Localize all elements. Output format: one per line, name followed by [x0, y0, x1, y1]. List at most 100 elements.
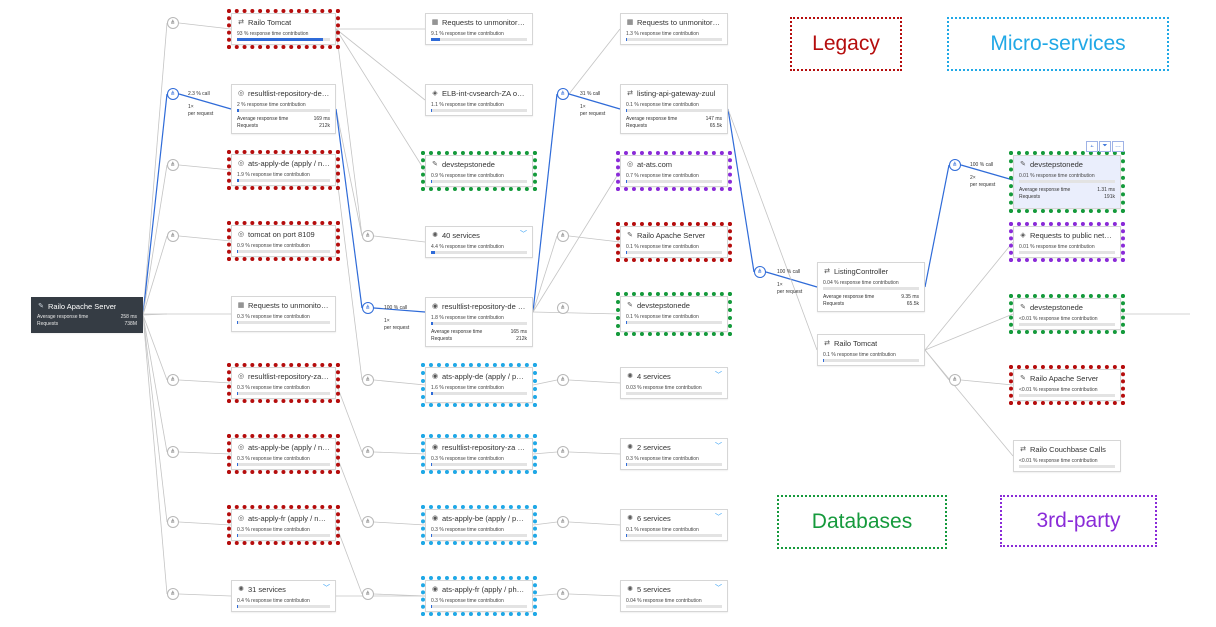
service-node-c3n7[interactable]: ✺2 services﹀0.3 % response time contribu… [620, 438, 728, 470]
network-junction-icon[interactable]: ⋔ [167, 159, 179, 171]
contribution-bar-fill [237, 179, 239, 182]
network-junction-icon[interactable]: ⋔ [362, 588, 374, 600]
network-junction-icon[interactable]: ⋔ [557, 374, 569, 386]
network-junction-icon[interactable]: ⋔ [949, 159, 961, 171]
call-label-line: per request [970, 181, 996, 188]
analyze-icon[interactable]: ⫠ [1086, 141, 1098, 152]
service-node-c1n3[interactable]: ◎ats-apply-de (apply / ngi...1.9 % respo… [231, 154, 336, 186]
network-junction-icon[interactable]: ⋔ [167, 230, 179, 242]
service-node-c1n5[interactable]: ▦Requests to unmonitored ...0.3 % respon… [231, 296, 336, 332]
service-node-c1n6[interactable]: ◎resultlist-repository-za [re...0.3 % re… [231, 367, 336, 399]
network-junction-icon[interactable]: ⋔ [557, 588, 569, 600]
contribution-bar [431, 38, 527, 41]
service-node-c2n4[interactable]: ✺40 services﹀4.4 % response time contrib… [425, 226, 533, 258]
chevron-down-icon[interactable]: ﹀ [715, 443, 722, 450]
contribution-bar-fill [626, 38, 628, 41]
web-service-icon: ◎ [237, 372, 245, 380]
service-node-c5n2[interactable]: ◈Requests to public netw...0.01 % respon… [1013, 226, 1121, 258]
service-node-c3n9[interactable]: ✺5 services﹀0.04 % response time contrib… [620, 580, 728, 612]
service-node-c1n7[interactable]: ◎ats-apply-be (apply / ng...0.3 % respon… [231, 438, 336, 470]
call-edge [178, 379, 232, 384]
network-junction-icon[interactable]: ⋔ [167, 446, 179, 458]
network-junction-icon[interactable]: ⋔ [557, 446, 569, 458]
network-junction-icon[interactable]: ⋔ [167, 17, 179, 29]
php-service-icon: ◉ [431, 514, 439, 522]
call-edge [373, 593, 426, 597]
network-junction-icon[interactable]: ⋔ [167, 88, 179, 100]
contribution-bar-fill [626, 180, 627, 183]
call-edge [568, 235, 621, 243]
service-node-c1n8[interactable]: ◎ats-apply-fr (apply / nginx)0.3 % respo… [231, 509, 336, 541]
service-node-c2n2[interactable]: ◈ELB-int-cvsearch-ZA on p...1.1 % respon… [425, 84, 533, 116]
call-edge [373, 307, 426, 313]
network-junction-icon[interactable]: ⋔ [557, 230, 569, 242]
network-junction-icon[interactable]: ⋔ [167, 374, 179, 386]
chevron-down-icon[interactable]: ﹀ [715, 514, 722, 521]
network-junction-icon[interactable]: ⋔ [557, 88, 569, 100]
service-name: devstepstonede [1030, 160, 1083, 169]
service-node-title: ⇄Railo Couchbase Calls [1019, 444, 1115, 455]
service-node-c5n5[interactable]: ⇄Railo Couchbase Calls<0.01 % response t… [1013, 440, 1121, 472]
network-junction-icon[interactable]: ⋔ [167, 516, 179, 528]
service-node-c3n1[interactable]: ▦Requests to unmonitored ...1.3 % respon… [620, 13, 728, 45]
chevron-down-icon[interactable]: ﹀ [323, 585, 330, 592]
call-label: 100 % call [777, 269, 800, 276]
service-node-c5n3[interactable]: ✎devstepstonede<0.01 % response time con… [1013, 298, 1121, 330]
service-node-c2n1[interactable]: ▦Requests to unmonitored ...9.1 % respon… [425, 13, 533, 45]
service-node-c2n9[interactable]: ◉ats-apply-fr (apply / php-...0.3 % resp… [425, 580, 533, 612]
response-time-contribution: 1.1 % response time contribution [431, 102, 504, 108]
service-node-c3n8[interactable]: ✺6 services﹀0.1 % response time contribu… [620, 509, 728, 541]
network-junction-icon[interactable]: ⋔ [754, 266, 766, 278]
service-node-c2n7[interactable]: ◉resultlist-repository-za (re...0.3 % re… [425, 438, 533, 470]
service-node-c2n6[interactable]: ◉ats-apply-de (apply / php...1.6 % respo… [425, 367, 533, 403]
response-time-contribution: 1.3 % response time contribution [626, 31, 699, 37]
response-time-contribution: 0.1 % response time contribution [626, 244, 699, 250]
service-node-title: ◉ats-apply-de (apply / php... [431, 371, 527, 382]
network-junction-icon[interactable]: ⋔ [362, 230, 374, 242]
network-junction-icon[interactable]: ⋔ [949, 374, 961, 386]
network-junction-icon[interactable]: ⋔ [557, 516, 569, 528]
network-junction-icon[interactable]: ⋔ [557, 302, 569, 314]
network-junction-icon[interactable]: ⋔ [167, 588, 179, 600]
chevron-down-icon[interactable]: ﹀ [715, 585, 722, 592]
call-edge [142, 22, 168, 316]
chevron-down-icon[interactable]: ﹀ [520, 231, 527, 238]
network-junction-icon[interactable]: ⋔ [362, 302, 374, 314]
service-node-c2n8[interactable]: ◉ats-apply-be (apply / php...0.3 % respo… [425, 509, 533, 541]
service-node-c1n9[interactable]: ✺31 services﹀0.4 % response time contrib… [231, 580, 336, 612]
contribution-bar [237, 321, 330, 324]
network-junction-icon[interactable]: ⋔ [362, 446, 374, 458]
stat-value: 169 ms [313, 116, 330, 122]
service-node-c3n6[interactable]: ✺4 services﹀0.03 % response time contrib… [620, 367, 728, 399]
contribution-bar [237, 250, 330, 253]
services-group-icon: ✺ [627, 443, 633, 451]
call-edge [960, 164, 1014, 181]
filter-icon[interactable]: ⏷ [1099, 141, 1111, 152]
chevron-down-icon[interactable]: ﹀ [715, 372, 722, 379]
more-options-icon[interactable]: … [1112, 141, 1124, 152]
service-node-title: ◎ats-apply-be (apply / ng... [237, 442, 330, 453]
response-time-contribution: 1.8 % response time contribution [431, 315, 504, 321]
service-node-title: ◎at-ats.com [626, 159, 722, 170]
service-node-c5n4[interactable]: ✎Railo Apache Server<0.01 % response tim… [1013, 369, 1121, 401]
network-junction-icon[interactable]: ⋔ [362, 374, 374, 386]
call-edge [532, 379, 558, 386]
php-service-icon: ◉ [431, 302, 439, 310]
response-time-contribution: 0.1 % response time contribution [823, 352, 896, 358]
stat-label: Requests [1019, 193, 1041, 200]
service-node-c2n5[interactable]: ◉resultlist-repository-de [r...1.8 % res… [425, 297, 533, 347]
network-junction-icon[interactable]: ⋔ [362, 516, 374, 528]
service-node-c1n2[interactable]: ◎resultlist-repository-de [r...2 % respo… [231, 84, 336, 134]
